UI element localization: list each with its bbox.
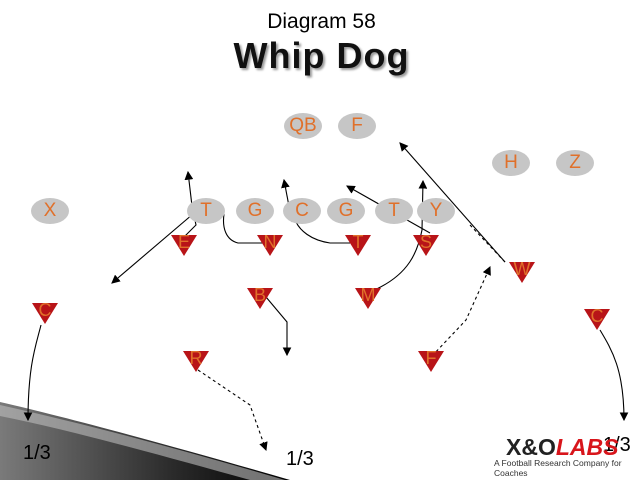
xo-labs-logo: X&OLABS (506, 434, 618, 461)
offense-fullback-label: F (351, 115, 363, 136)
defense-rover-label: R (189, 348, 203, 368)
offense-center-label: C (295, 200, 309, 221)
offense-right-guard-label: G (338, 200, 354, 221)
offense-right-guard (327, 198, 365, 224)
offense-x-label: X (43, 200, 57, 221)
sam-route (371, 179, 428, 292)
offense-left-tackle (187, 198, 225, 224)
offense-h (492, 150, 530, 176)
defense-will-label: W (513, 259, 531, 279)
defense-nose-label: N (263, 232, 277, 252)
play-title: Whip Dog (233, 35, 410, 76)
offense-fullback (338, 113, 376, 139)
free-safety-drop (431, 265, 491, 357)
defense-buck-label: B (253, 285, 266, 305)
zone-left-third: 1/3 (23, 442, 51, 464)
defense-tackle-label: T (352, 232, 364, 252)
defense-right-corner (584, 309, 610, 330)
logo-labs: LABS (555, 434, 619, 460)
offense-right-tackle (375, 198, 413, 224)
defense-end-label: E (177, 232, 190, 252)
rover-drop (197, 369, 268, 452)
offense-center (283, 198, 321, 224)
defense-mike-label: M (360, 285, 376, 305)
tackle-hook (295, 221, 350, 244)
tackle-release-route (111, 213, 194, 284)
defense-buck (247, 288, 273, 309)
offense-z (556, 150, 594, 176)
offense-y-label: Y (429, 200, 443, 221)
backer-drop (265, 296, 292, 357)
right-corner-drop (599, 329, 629, 422)
offense-left-guard (236, 198, 274, 224)
defense-left-corner-label: C (38, 300, 52, 320)
defense-free-safety-label: F (425, 348, 437, 368)
will-route (399, 142, 506, 263)
defense-sam-label: S (419, 232, 432, 252)
defense-free-safety (418, 351, 444, 372)
defense-end (171, 235, 197, 256)
defense-nose (257, 235, 283, 256)
will-dash (469, 224, 506, 263)
offense-x (31, 198, 69, 224)
zone-right-third: 1/3 (603, 434, 631, 456)
defense-rover (183, 351, 209, 372)
defense-left-corner (32, 303, 58, 324)
defense-will (509, 262, 535, 283)
offense-z-label: Z (569, 152, 581, 173)
defense-mike (355, 288, 381, 309)
left-corner-drop (23, 324, 42, 422)
nose-hook (222, 213, 266, 244)
offense-right-tackle-label: T (388, 200, 400, 221)
offense-h-label: H (504, 152, 518, 173)
defense-sam (413, 235, 439, 256)
logo-tagline: A Football Research Company for Coaches (494, 458, 622, 478)
offense-y (417, 198, 455, 224)
offense-qb-label: QB (289, 115, 317, 136)
diagram-number: Diagram 58 (267, 10, 376, 33)
offense-left-guard-label: G (247, 200, 263, 221)
zone-middle-third: 1/3 (286, 448, 314, 470)
logo-xo: X&O (506, 434, 556, 460)
defense-tackle (345, 235, 371, 256)
offense-qb (284, 113, 322, 139)
defense-right-corner-label: C (590, 306, 604, 326)
offense-left-tackle-label: T (200, 200, 212, 221)
